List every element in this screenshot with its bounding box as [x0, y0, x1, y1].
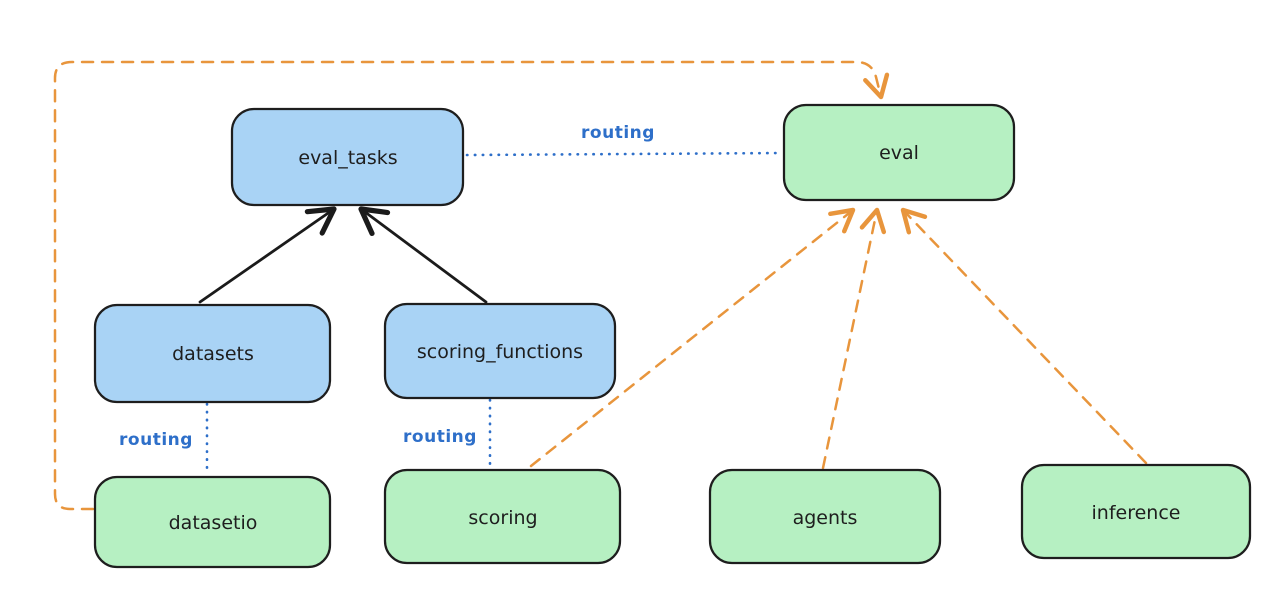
node-agents-shape — [708, 468, 942, 565]
edge-eval-tasks-to-eval-routing — [465, 151, 784, 157]
node-inference-label: inference — [1092, 502, 1181, 524]
node-datasetio: datasetio — [93, 475, 332, 569]
edge-agents-to-eval — [821, 207, 887, 470]
node-agents: agents — [708, 468, 942, 565]
node-eval-tasks: eval_tasks — [230, 107, 465, 207]
node-datasets-shape — [93, 303, 332, 404]
nodes-layer: eval_tasks eval datasets scoring_functio… — [93, 103, 1252, 569]
routing-label-datasets-datasetio: routing — [119, 430, 193, 450]
routing-label-scoring-functions-scoring: routing — [403, 427, 477, 447]
node-scoring-shape — [383, 468, 622, 565]
node-eval-tasks-shape — [230, 107, 465, 207]
edge-datasets-to-eval-tasks — [198, 206, 337, 304]
edge-scoring-to-eval — [529, 207, 856, 468]
edges-layer — [53, 60, 1148, 511]
node-eval-tasks-label: eval_tasks — [298, 147, 397, 169]
node-datasetio-label: datasetio — [169, 512, 258, 534]
node-scoring: scoring — [383, 468, 622, 565]
node-eval-shape — [782, 103, 1016, 202]
node-inference-shape — [1020, 463, 1252, 560]
node-scoring-functions-shape — [383, 302, 617, 400]
node-scoring-label: scoring — [468, 507, 537, 529]
node-eval: eval — [782, 103, 1016, 202]
edge-inference-to-eval — [900, 207, 1148, 465]
edge-scoring-functions-to-eval-tasks — [358, 206, 488, 304]
edge-labels-layer: routing routing routing — [119, 123, 655, 450]
node-scoring-functions-label: scoring_functions — [417, 341, 583, 363]
node-scoring-functions: scoring_functions — [383, 302, 617, 400]
node-eval-label: eval — [879, 142, 919, 164]
node-datasets: datasets — [93, 303, 332, 404]
routing-label-eval-tasks-eval: routing — [581, 123, 655, 143]
node-datasetio-shape — [93, 475, 332, 569]
edge-datasetio-to-eval-loop — [53, 60, 890, 511]
node-agents-label: agents — [793, 507, 858, 529]
node-datasets-label: datasets — [172, 343, 254, 365]
node-inference: inference — [1020, 463, 1252, 560]
